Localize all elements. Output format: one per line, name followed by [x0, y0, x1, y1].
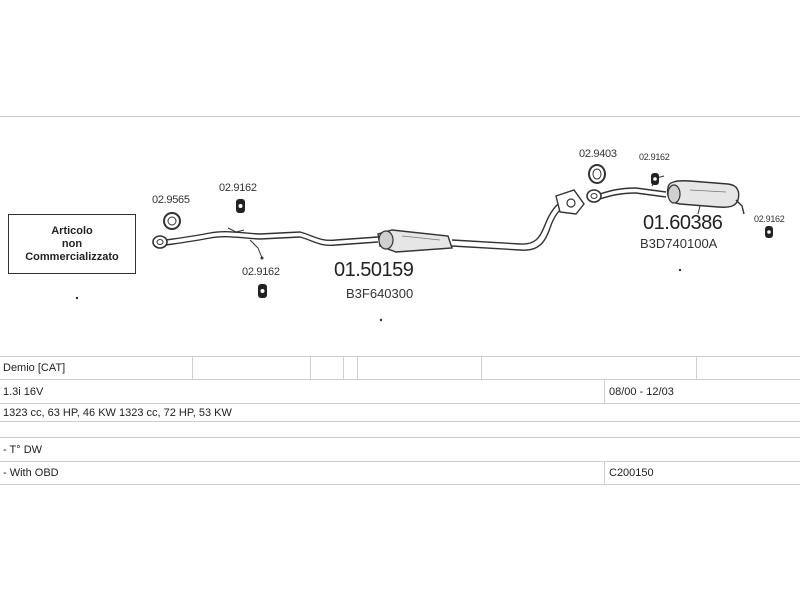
exhaust-system-drawing — [75, 164, 773, 322]
not-sold-line-3: Commercializzato — [25, 250, 119, 263]
table-row-spacer — [0, 421, 800, 437]
middle-muffler-code: 01.50159 — [334, 259, 414, 281]
exhaust-diagram: Articolo non Commercializzato — [8, 148, 785, 322]
note1-cell: - T° DW — [3, 443, 43, 456]
note2-cell: - With OBD — [3, 467, 59, 479]
table-row-note1: - T° DW — [0, 437, 800, 461]
catalog-code-cell: C200150 — [609, 467, 654, 479]
part-label-2-9403: 02.9403 — [579, 148, 617, 160]
gasket-2-9403[interactable] — [586, 189, 602, 203]
engine-cell: 1.3i 16V — [3, 385, 44, 398]
model-cell: Demio [CAT] — [3, 362, 66, 374]
part-label-2-9162-c: 02.9162 — [639, 152, 670, 162]
seal-ring-2-9403[interactable] — [588, 164, 606, 184]
top-rule — [0, 116, 800, 117]
mid-flange[interactable] — [555, 189, 585, 215]
middle-muffler[interactable] — [377, 229, 453, 253]
part-label-2-9565: 02.9565 — [152, 194, 190, 206]
hanger-rubber-d[interactable] — [765, 226, 773, 238]
rear-muffler[interactable] — [666, 180, 745, 215]
years-cell: 08/00 - 12/03 — [609, 385, 674, 398]
front-flange[interactable] — [152, 235, 168, 249]
rear-muffler-ref: B3D740100A — [640, 236, 718, 251]
table-row-specs: 1323 cc, 63 HP, 46 KW 1323 cc, 72 HP, 53… — [0, 403, 800, 421]
hanger-rubber-a[interactable] — [236, 199, 245, 213]
table-row-model: Demio [CAT] — [0, 356, 800, 379]
not-sold-line-2: non — [61, 237, 83, 250]
hanger-rubber-b[interactable] — [258, 284, 267, 298]
middle-pipe[interactable] — [451, 199, 567, 251]
specs-cell: 1323 cc, 63 HP, 46 KW 1323 cc, 72 HP, 53… — [3, 406, 232, 419]
part-label-2-9162-a: 02.9162 — [219, 182, 257, 194]
gasket-2-9565[interactable] — [163, 212, 181, 230]
middle-muffler-ref: B3F640300 — [346, 286, 414, 301]
part-label-2-9162-d: 02.9162 — [754, 214, 785, 224]
not-sold-box: Articolo non Commercializzato — [8, 214, 136, 274]
front-pipe[interactable] — [165, 227, 379, 260]
table-row-engine: 1.3i 16V 08/00 - 12/03 — [0, 379, 800, 403]
table-row-note2: - With OBD C200150 — [0, 461, 800, 485]
rear-muffler-code: 01.60386 — [643, 212, 723, 234]
part-label-2-9162-b: 02.9162 — [242, 266, 280, 278]
hanger-rubber-c[interactable] — [651, 173, 659, 185]
not-sold-line-1: Articolo — [51, 224, 93, 237]
